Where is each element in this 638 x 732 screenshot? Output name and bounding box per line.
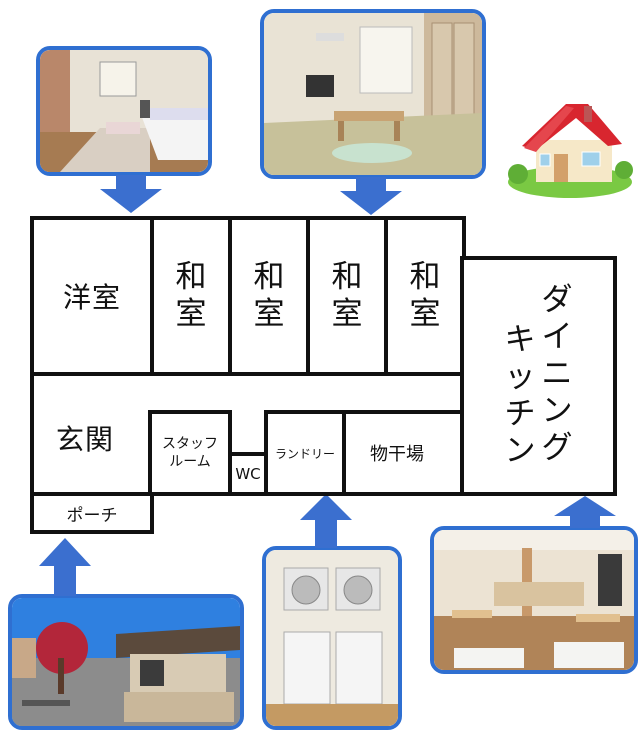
drying-area-wall: [342, 410, 464, 414]
room-japanese-3: 和室: [306, 216, 388, 376]
room-porch-label: ポーチ: [66, 505, 118, 526]
arrow-up-dining-icon: [554, 496, 616, 528]
room-japanese-4-char2: 室: [409, 296, 441, 332]
room-japanese-1-char2: 室: [175, 296, 207, 332]
room-wc: WC: [228, 452, 268, 496]
room-japanese-2-char2: 室: [253, 296, 285, 332]
dining-col1-char2: ッ: [504, 359, 536, 395]
staff-room-line1: スタッフ: [162, 436, 218, 452]
room-japanese-2-char1: 和: [253, 259, 285, 295]
corridor-step: [462, 216, 466, 260]
western-room-photo: [36, 46, 212, 176]
room-laundry: ランドリー: [264, 410, 346, 496]
room-japanese-1: 和室: [150, 216, 232, 376]
room-dining-kitchen: キ ッ チ ン ダ イ ニ ン グ: [460, 256, 617, 496]
room-porch: ポーチ: [30, 492, 154, 534]
room-japanese-3-char1: 和: [331, 259, 363, 295]
room-western: 洋室: [30, 216, 154, 376]
staff-room-line2: ルーム: [169, 454, 211, 470]
dining-kitchen-photo: [430, 526, 638, 674]
laundry-photo: [262, 546, 402, 730]
drying-area-label: 物干場: [370, 444, 424, 465]
room-wc-label: WC: [235, 465, 261, 483]
porch-photo: [8, 594, 244, 730]
japanese-room-photo: [260, 9, 486, 179]
dining-col2-char3: ニ: [541, 356, 573, 392]
dining-col2-char2: イ: [541, 319, 573, 355]
room-entrance-label: 玄関: [56, 423, 115, 456]
room-japanese-4-char1: 和: [409, 259, 441, 295]
dining-col1-char3: チ: [504, 396, 536, 432]
dining-col1-char1: キ: [504, 322, 536, 358]
room-japanese-1-char1: 和: [175, 259, 207, 295]
arrow-down-japanese-icon: [340, 177, 402, 215]
room-japanese-4: 和室: [384, 216, 466, 376]
room-japanese-3-char2: 室: [331, 296, 363, 332]
room-japanese-2: 和室: [228, 216, 310, 376]
arrow-down-western-icon: [100, 175, 162, 213]
room-laundry-label: ランドリー: [274, 446, 335, 461]
room-western-label: 洋室: [62, 281, 121, 314]
house-illustration: [500, 96, 636, 200]
dining-col2-char5: グ: [541, 430, 573, 466]
arrow-up-laundry-icon: [300, 494, 352, 548]
arrow-up-porch-icon: [39, 538, 91, 596]
dining-col2-char4: ン: [541, 393, 573, 429]
room-staff: スタッフルーム: [148, 410, 232, 496]
dining-col1-char4: ン: [504, 433, 536, 469]
dining-col2-char1: ダ: [541, 282, 573, 318]
